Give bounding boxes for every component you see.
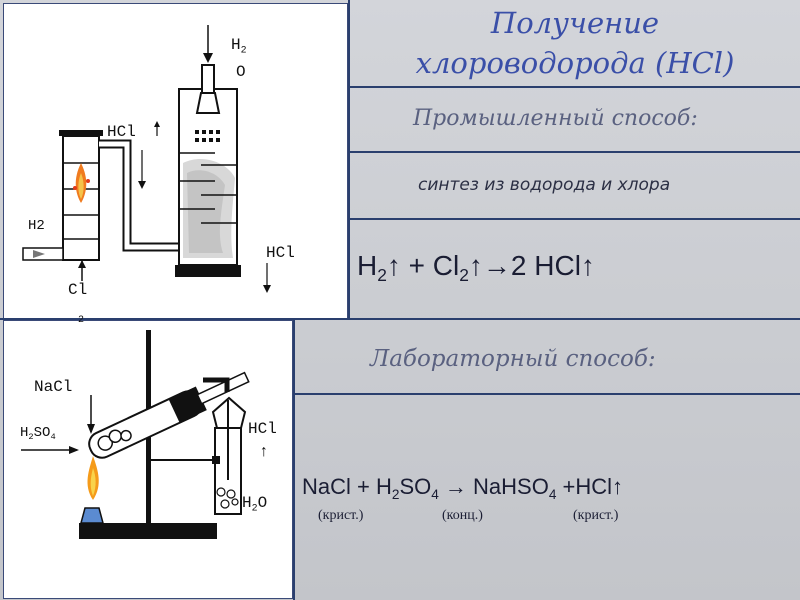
divider-middle <box>0 318 800 320</box>
lab-eq-nacl: NaCl + H <box>302 474 392 499</box>
label-water-lab-o: O <box>257 494 268 512</box>
eq-rest: ↑→2 HCl↑ <box>468 250 595 281</box>
divider-description <box>348 218 800 220</box>
label-h2so4-h: H <box>20 425 29 441</box>
laboratory-heading: Лабораторный способ: <box>370 346 656 372</box>
label-hcl-arrow-lab: ↑ <box>259 443 269 461</box>
industrial-heading: Промышленный способ: <box>413 106 698 131</box>
industrial-equation: H2↑ + Cl2↑→2 HCl↑ <box>357 250 595 286</box>
label-h2so4-so: SO <box>33 425 51 441</box>
label-h2so4-lab: H2SO4 <box>20 425 56 442</box>
lab-eq-so-sub: 4 <box>431 486 439 502</box>
eq-h: H <box>357 250 378 281</box>
note-concentrated: (конц.) <box>442 508 483 523</box>
label-water-lab-sub: 2 <box>251 502 258 514</box>
divider-heading <box>348 151 800 153</box>
industrial-description: синтез из водорода и хлора <box>418 175 671 195</box>
label-h2-industrial: H2 <box>28 218 45 234</box>
label-hcl-lab: HCl <box>248 420 277 438</box>
label-cl-sub-industrial: 2 <box>78 315 85 326</box>
lab-eq-so: SO <box>399 474 432 499</box>
divider-vertical-top <box>348 0 350 320</box>
divider-lab-heading <box>293 393 800 395</box>
eq-h-sub: 2 <box>377 265 387 286</box>
label-cl-industrial: Cl <box>68 281 88 299</box>
lab-eq-rest: +HCl↑ <box>556 474 624 499</box>
label-water-industrial: H2 <box>231 36 247 55</box>
label-water-h: H <box>231 36 241 54</box>
lab-eq-arrow: → NaHSO <box>438 474 549 499</box>
lab-eq-h-sub: 2 <box>391 486 400 502</box>
laboratory-apparatus-diagram <box>21 330 250 539</box>
label-hcl-top: HCl <box>107 123 136 141</box>
divider-vertical-bottom <box>293 318 295 600</box>
divider-title <box>348 86 800 88</box>
label-h2so4-sub: 2 <box>28 432 34 443</box>
page-title-line2: хлороводорода (HCl) <box>415 46 735 80</box>
label-water-o: O <box>236 63 246 81</box>
note-crystal-1: (крист.) <box>318 508 364 523</box>
label-nacl-lab: NaCl <box>34 378 73 396</box>
industrial-apparatus-diagram <box>22 25 271 293</box>
laboratory-equation: NaCl + H2SO4 → NaHSO4 +HCl↑ <box>302 474 623 502</box>
label-h2so4-sub2: 4 <box>50 432 56 443</box>
label-water-sub: 2 <box>240 44 247 56</box>
page-title-line1: Получение <box>490 6 660 40</box>
label-water-lab-h: H <box>242 494 252 512</box>
note-crystal-2: (крист.) <box>573 508 619 523</box>
lab-eq-na-sub: 4 <box>548 486 557 502</box>
eq-arrow1: ↑ + Cl <box>386 250 460 281</box>
label-water-lab: H2O <box>242 494 267 513</box>
eq-cl-sub: 2 <box>459 265 469 286</box>
label-hcl-bottom: HCl <box>266 244 295 262</box>
